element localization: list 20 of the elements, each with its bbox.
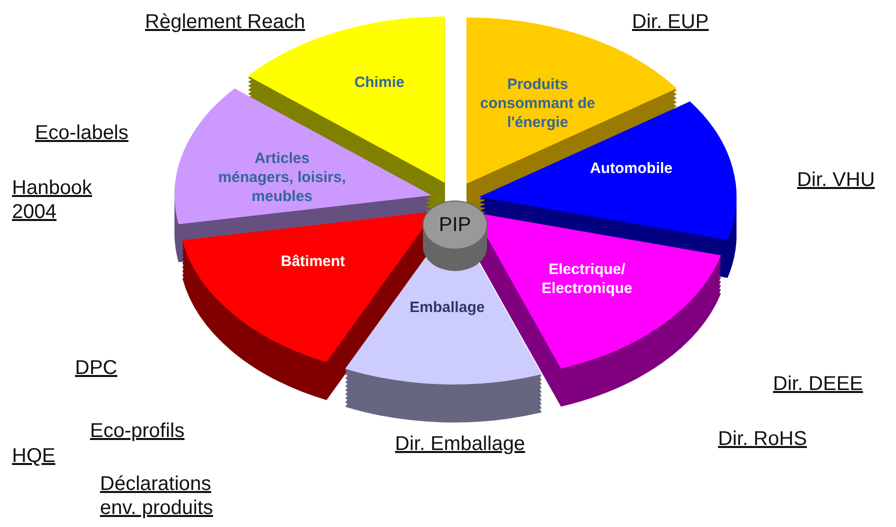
sector-label: Articles ménagers, loisirs, meubles bbox=[217, 149, 347, 206]
regulation-label: Déclarations env. produits bbox=[100, 472, 214, 520]
regulation-label: Dir. Emballage bbox=[395, 432, 526, 456]
sector-label: Automobile bbox=[589, 159, 674, 178]
regulation-label: Eco-labels bbox=[35, 121, 130, 145]
regulation-label: HQE bbox=[12, 444, 56, 468]
sector-label: Electrique/ Electronique bbox=[540, 260, 634, 298]
regulation-label: Eco-profils bbox=[90, 419, 186, 443]
regulation-label: Règlement Reach bbox=[145, 10, 306, 34]
sector-label: Bâtiment bbox=[280, 252, 346, 272]
sector-label: Emballage bbox=[408, 298, 486, 318]
regulation-label: Dir. DEEE bbox=[773, 372, 864, 396]
sector-label: Chimie bbox=[353, 72, 406, 92]
sector-label: Produits consommant de l'énergie bbox=[479, 74, 596, 132]
regulation-label: Dir. VHU bbox=[797, 168, 876, 192]
regulation-label: Dir. RoHS bbox=[718, 427, 808, 451]
regulation-label: DPC bbox=[75, 356, 118, 380]
center-label: PIP bbox=[438, 213, 472, 237]
regulation-label: Dir. EUP bbox=[632, 10, 710, 34]
regulation-label: Hanbook 2004 bbox=[12, 176, 94, 224]
